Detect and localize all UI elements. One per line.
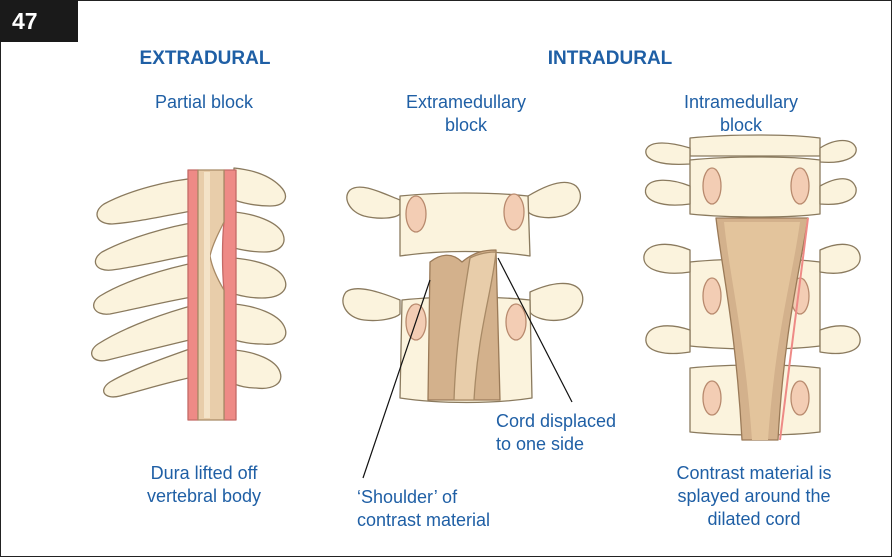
spinous-process-1 [97, 178, 198, 224]
transverse-process-im-2r [820, 244, 860, 273]
pedicle-ur [504, 194, 524, 230]
caption-partial-line1: Dura lifted off [151, 462, 258, 485]
vertebral-body-4 [234, 304, 286, 344]
transverse-process-im-1r [820, 179, 856, 205]
dura-posterior [188, 170, 198, 420]
transverse-process-im-3r [820, 326, 860, 354]
pedicle-ul [406, 196, 426, 232]
vertebral-body-3 [234, 258, 286, 298]
title-intramedullary-line2: block [720, 114, 762, 137]
heading-extradural: EXTRADURAL [140, 47, 271, 70]
transverse-process-im-2l [644, 244, 690, 273]
pedicle-im-2l [703, 278, 721, 314]
transverse-process-ur [528, 182, 580, 217]
pedicle-im-3r [791, 381, 809, 415]
title-intramedullary-line1: Intramedullary [684, 91, 798, 114]
pedicle-im-1l [703, 168, 721, 204]
transverse-process-top-l [646, 143, 690, 164]
transverse-process-im-3l [646, 326, 690, 354]
contrast-highlight [204, 172, 210, 418]
title-extramedullary-line1: Extramedullary [406, 91, 526, 114]
title-extramedullary-line2: block [445, 114, 487, 137]
contrast-column-indented [198, 170, 224, 420]
vertebral-body-top [690, 135, 820, 156]
spinous-process-2 [95, 222, 198, 270]
vertebral-body-5 [234, 350, 281, 388]
pedicle-im-1r [791, 168, 809, 204]
label-shoulder-line2: contrast material [357, 509, 490, 532]
transverse-process-top-r [820, 141, 856, 163]
vertebral-body-1 [234, 168, 285, 206]
pedicle-im-3l [703, 381, 721, 415]
label-shoulder-line1: ‘Shoulder’ of [357, 486, 457, 509]
transverse-process-ul [347, 187, 400, 218]
caption-intramedullary-line2: splayed around the [677, 485, 830, 508]
caption-intramedullary-line1: Contrast material is [676, 462, 831, 485]
transverse-process-ll [343, 289, 400, 321]
transverse-process-im-1l [645, 180, 690, 205]
pedicle-lr [506, 304, 526, 340]
title-partial-block: Partial block [155, 91, 253, 114]
intramedullary-illustration [644, 135, 860, 440]
transverse-process-lr [530, 283, 583, 320]
caption-partial-line2: vertebral body [147, 485, 261, 508]
vertebral-body-2 [234, 212, 284, 252]
heading-intradural: INTRADURAL [548, 47, 673, 70]
caption-intramedullary-line3: dilated cord [707, 508, 800, 531]
label-cord-displaced-line2: to one side [496, 433, 584, 456]
extradural-spine-illustration [92, 168, 286, 420]
label-cord-displaced-line1: Cord displaced [496, 410, 616, 433]
